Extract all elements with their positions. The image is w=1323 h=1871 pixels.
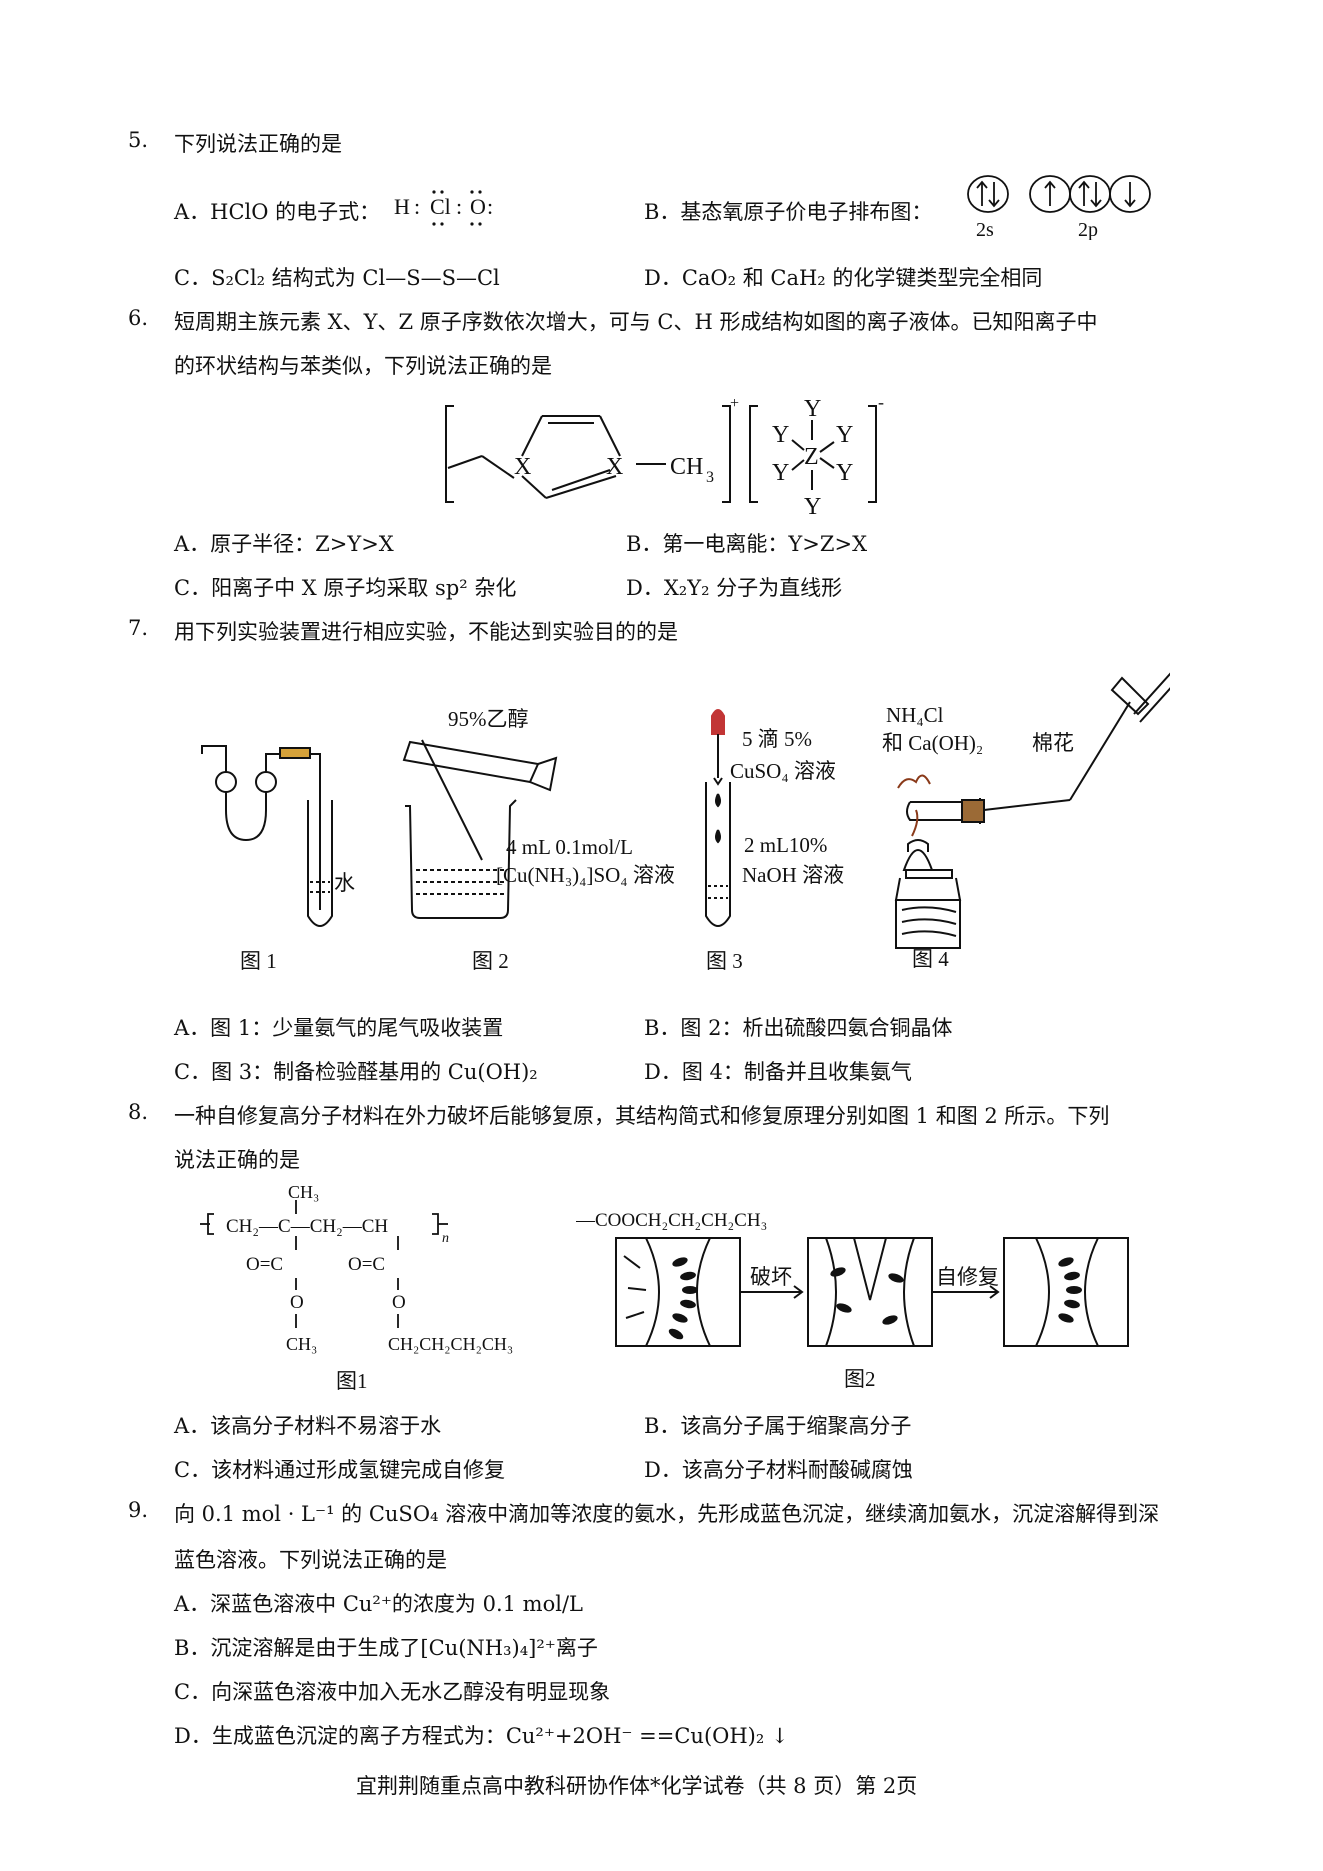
fig1-caption: 图 1 — [240, 949, 277, 973]
q7-option-a: A．图 1：少量氨气的尾气吸收装置 — [174, 1016, 504, 1040]
fig3-caption: 图 3 — [706, 949, 743, 973]
repair-selfheal-label: 自修复 — [936, 1265, 999, 1289]
q5-option-d: D．CaO₂ 和 CaH₂ 的化学键类型完全相同 — [644, 266, 1043, 290]
fig4-cotton-label: 棉花 — [1032, 731, 1074, 755]
q9-option-c: C．向深蓝色溶液中加入无水乙醇没有明显现象 — [174, 1680, 611, 1704]
q7-option-d: D．图 4：制备并且收集氨气 — [644, 1060, 912, 1084]
ring-atom-x1: X — [514, 454, 531, 480]
anion-z-center: Z — [804, 444, 819, 470]
formula-colon: : — [487, 194, 493, 219]
q8-polymer-structure: CH₃ CH₂—C—CH₂—CH n O=C O=C O O CH₃ CH₂CH… — [200, 1182, 513, 1393]
anion-y-lower-left: Y — [772, 460, 789, 486]
polymer-carbonyl-2: O=C — [348, 1254, 385, 1275]
q6-stem-line2: 的环状结构与苯类似，下列说法正确的是 — [174, 354, 552, 378]
polymer-methyl-bottom: CH₃ — [286, 1334, 317, 1354]
q9-option-a: A．深蓝色溶液中 Cu²⁺的浓度为 0.1 mol/L — [174, 1592, 583, 1616]
q9-number: 9. — [128, 1498, 149, 1522]
q8-stem-line1: 一种自修复高分子材料在外力破坏后能够复原，其结构简式和修复原理分别如图 1 和图… — [174, 1104, 1110, 1128]
q8-option-c: C．该材料通过形成氢键完成自修复 — [174, 1458, 506, 1482]
q8-option-b: B．该高分子属于缩聚高分子 — [644, 1414, 912, 1438]
q9-option-d: D．生成蓝色沉淀的离子方程式为：Cu²⁺+2OH⁻ ==Cu(OH)₂ ↓ — [174, 1724, 789, 1748]
cation-charge: + — [730, 395, 739, 412]
fig3-naoh-line1: 2 mL10% — [744, 833, 827, 857]
fig3-drop-line1: 5 滴 5% — [742, 727, 812, 751]
q7-apparatus-figures: 水 图 1 95%乙醇 4 mL 0.1mol/L [Cu(NH₃)₄]SO₄ … — [201, 672, 1170, 973]
q7-option-c: C．图 3：制备检验醛基用的 Cu(OH)₂ — [174, 1060, 538, 1084]
q6-option-a: A．原子半径：Z>Y>X — [174, 532, 394, 556]
q5-number: 5. — [128, 128, 149, 152]
polymer-carbonyl-1: O=C — [246, 1254, 283, 1275]
polymer-methyl-top: CH₃ — [288, 1182, 319, 1202]
polymer-main-chain: CH₂—C—CH₂—CH — [226, 1216, 388, 1237]
fig2-ethanol-label: 95%乙醇 — [448, 707, 529, 731]
q7-stem: 用下列实验装置进行相应实验，不能达到实验目的的是 — [174, 620, 678, 644]
q6-number: 6. — [128, 306, 149, 330]
q6-stem-line1: 短周期主族元素 X、Y、Z 原子序数依次增大，可与 C、H 形成结构如图的离子液… — [174, 310, 1098, 334]
q9-stem-line2: 蓝色溶液。下列说法正确的是 — [174, 1548, 447, 1572]
formula-h: H — [394, 194, 410, 219]
anion-y-bottom: Y — [804, 494, 821, 520]
q5-option-a: A．HClO 的电子式： — [174, 200, 381, 224]
methyl-subscript: 3 — [706, 469, 714, 486]
formula-cl: Cl — [430, 194, 451, 219]
formula-colon: : — [414, 194, 420, 219]
ionic-liquid-structure: X X CH 3 + - Y Y Y Z Y Y Y — [445, 392, 884, 520]
q9-option-b: B．沉淀溶解是由于生成了[Cu(NH₃)₄]²⁺离子 — [174, 1636, 598, 1660]
q5-stem: 下列说法正确的是 — [174, 132, 342, 156]
q6-option-d: D．X₂Y₂ 分子为直线形 — [626, 576, 843, 600]
q7-number: 7. — [128, 616, 149, 640]
ring-atom-x2: X — [606, 454, 623, 480]
polymer-ester-o2: O — [392, 1292, 406, 1313]
polymer-ester-o1: O — [290, 1292, 304, 1313]
q7-option-b: B．图 2：析出硫酸四氨合铜晶体 — [644, 1016, 953, 1040]
orbital-2s-label: 2s — [976, 219, 994, 240]
q8-number: 8. — [128, 1100, 149, 1124]
fig1-water-label: 水 — [334, 871, 355, 895]
methyl-ch: CH — [670, 454, 703, 480]
formula-colon: : — [456, 194, 462, 219]
q5-option-b: B．基态氧原子价电子排布图： — [644, 200, 933, 224]
fig2-solution-line1: 4 mL 0.1mol/L — [506, 835, 633, 859]
repair-break-label: 破坏 — [750, 1265, 792, 1289]
q8-fig1-caption: 图1 — [336, 1369, 368, 1393]
anion-y-top: Y — [804, 396, 821, 422]
q8-option-d: D．该高分子材料耐酸碱腐蚀 — [644, 1458, 913, 1482]
anion-y-upper-right: Y — [836, 422, 853, 448]
fig4-reagent-line2: 和 Ca(OH)₂ — [882, 731, 983, 755]
q8-stem-line2: 说法正确的是 — [174, 1148, 300, 1172]
polymer-butyl-group: CH₂CH₂CH₂CH₃ — [388, 1334, 513, 1354]
q8-self-repair-diagram: —COOCH₂CH₂CH₂CH₃ 破坏 自修复 图2 — [576, 1210, 1129, 1391]
fig4-caption: 图 4 — [912, 947, 949, 971]
anion-y-lower-right: Y — [836, 460, 853, 486]
page-footer: 宜荆荆随重点高中教科研协作体*化学试卷（共 8 页）第 2页 — [356, 1774, 918, 1798]
polymer-repeat-n: n — [442, 1231, 449, 1246]
anion-charge: - — [878, 392, 884, 412]
fig2-solution-line2: [Cu(NH₃)₄]SO₄ 溶液 — [496, 863, 675, 887]
q6-option-c: C．阳离子中 X 原子均采取 sp² 杂化 — [174, 576, 517, 600]
hclo-electron-formula: H : Cl : O : — [394, 190, 493, 226]
oxygen-orbital-diagram: 2s 2p — [967, 175, 1151, 240]
q8-fig2-caption: 图2 — [844, 1367, 876, 1391]
q9-stem-line1: 向 0.1 mol · L⁻¹ 的 CuSO₄ 溶液中滴加等浓度的氨水，先形成蓝… — [174, 1502, 1160, 1526]
formula-o: O — [470, 194, 486, 219]
q5-option-c: C．S₂Cl₂ 结构式为 Cl—S—S—Cl — [174, 266, 500, 290]
fig3-naoh-line2: NaOH 溶液 — [742, 863, 844, 887]
fig3-drop-line2: CuSO₄ 溶液 — [730, 759, 836, 783]
fig2-caption: 图 2 — [472, 949, 509, 973]
anion-y-upper-left: Y — [772, 422, 789, 448]
fig4-reagent-line1: NH₄Cl — [886, 703, 944, 727]
repair-side-group-label: —COOCH₂CH₂CH₂CH₃ — [576, 1210, 767, 1231]
q8-option-a: A．该高分子材料不易溶于水 — [174, 1414, 442, 1438]
orbital-2p-label: 2p — [1078, 219, 1098, 240]
q6-option-b: B．第一电离能：Y>Z>X — [626, 532, 868, 556]
